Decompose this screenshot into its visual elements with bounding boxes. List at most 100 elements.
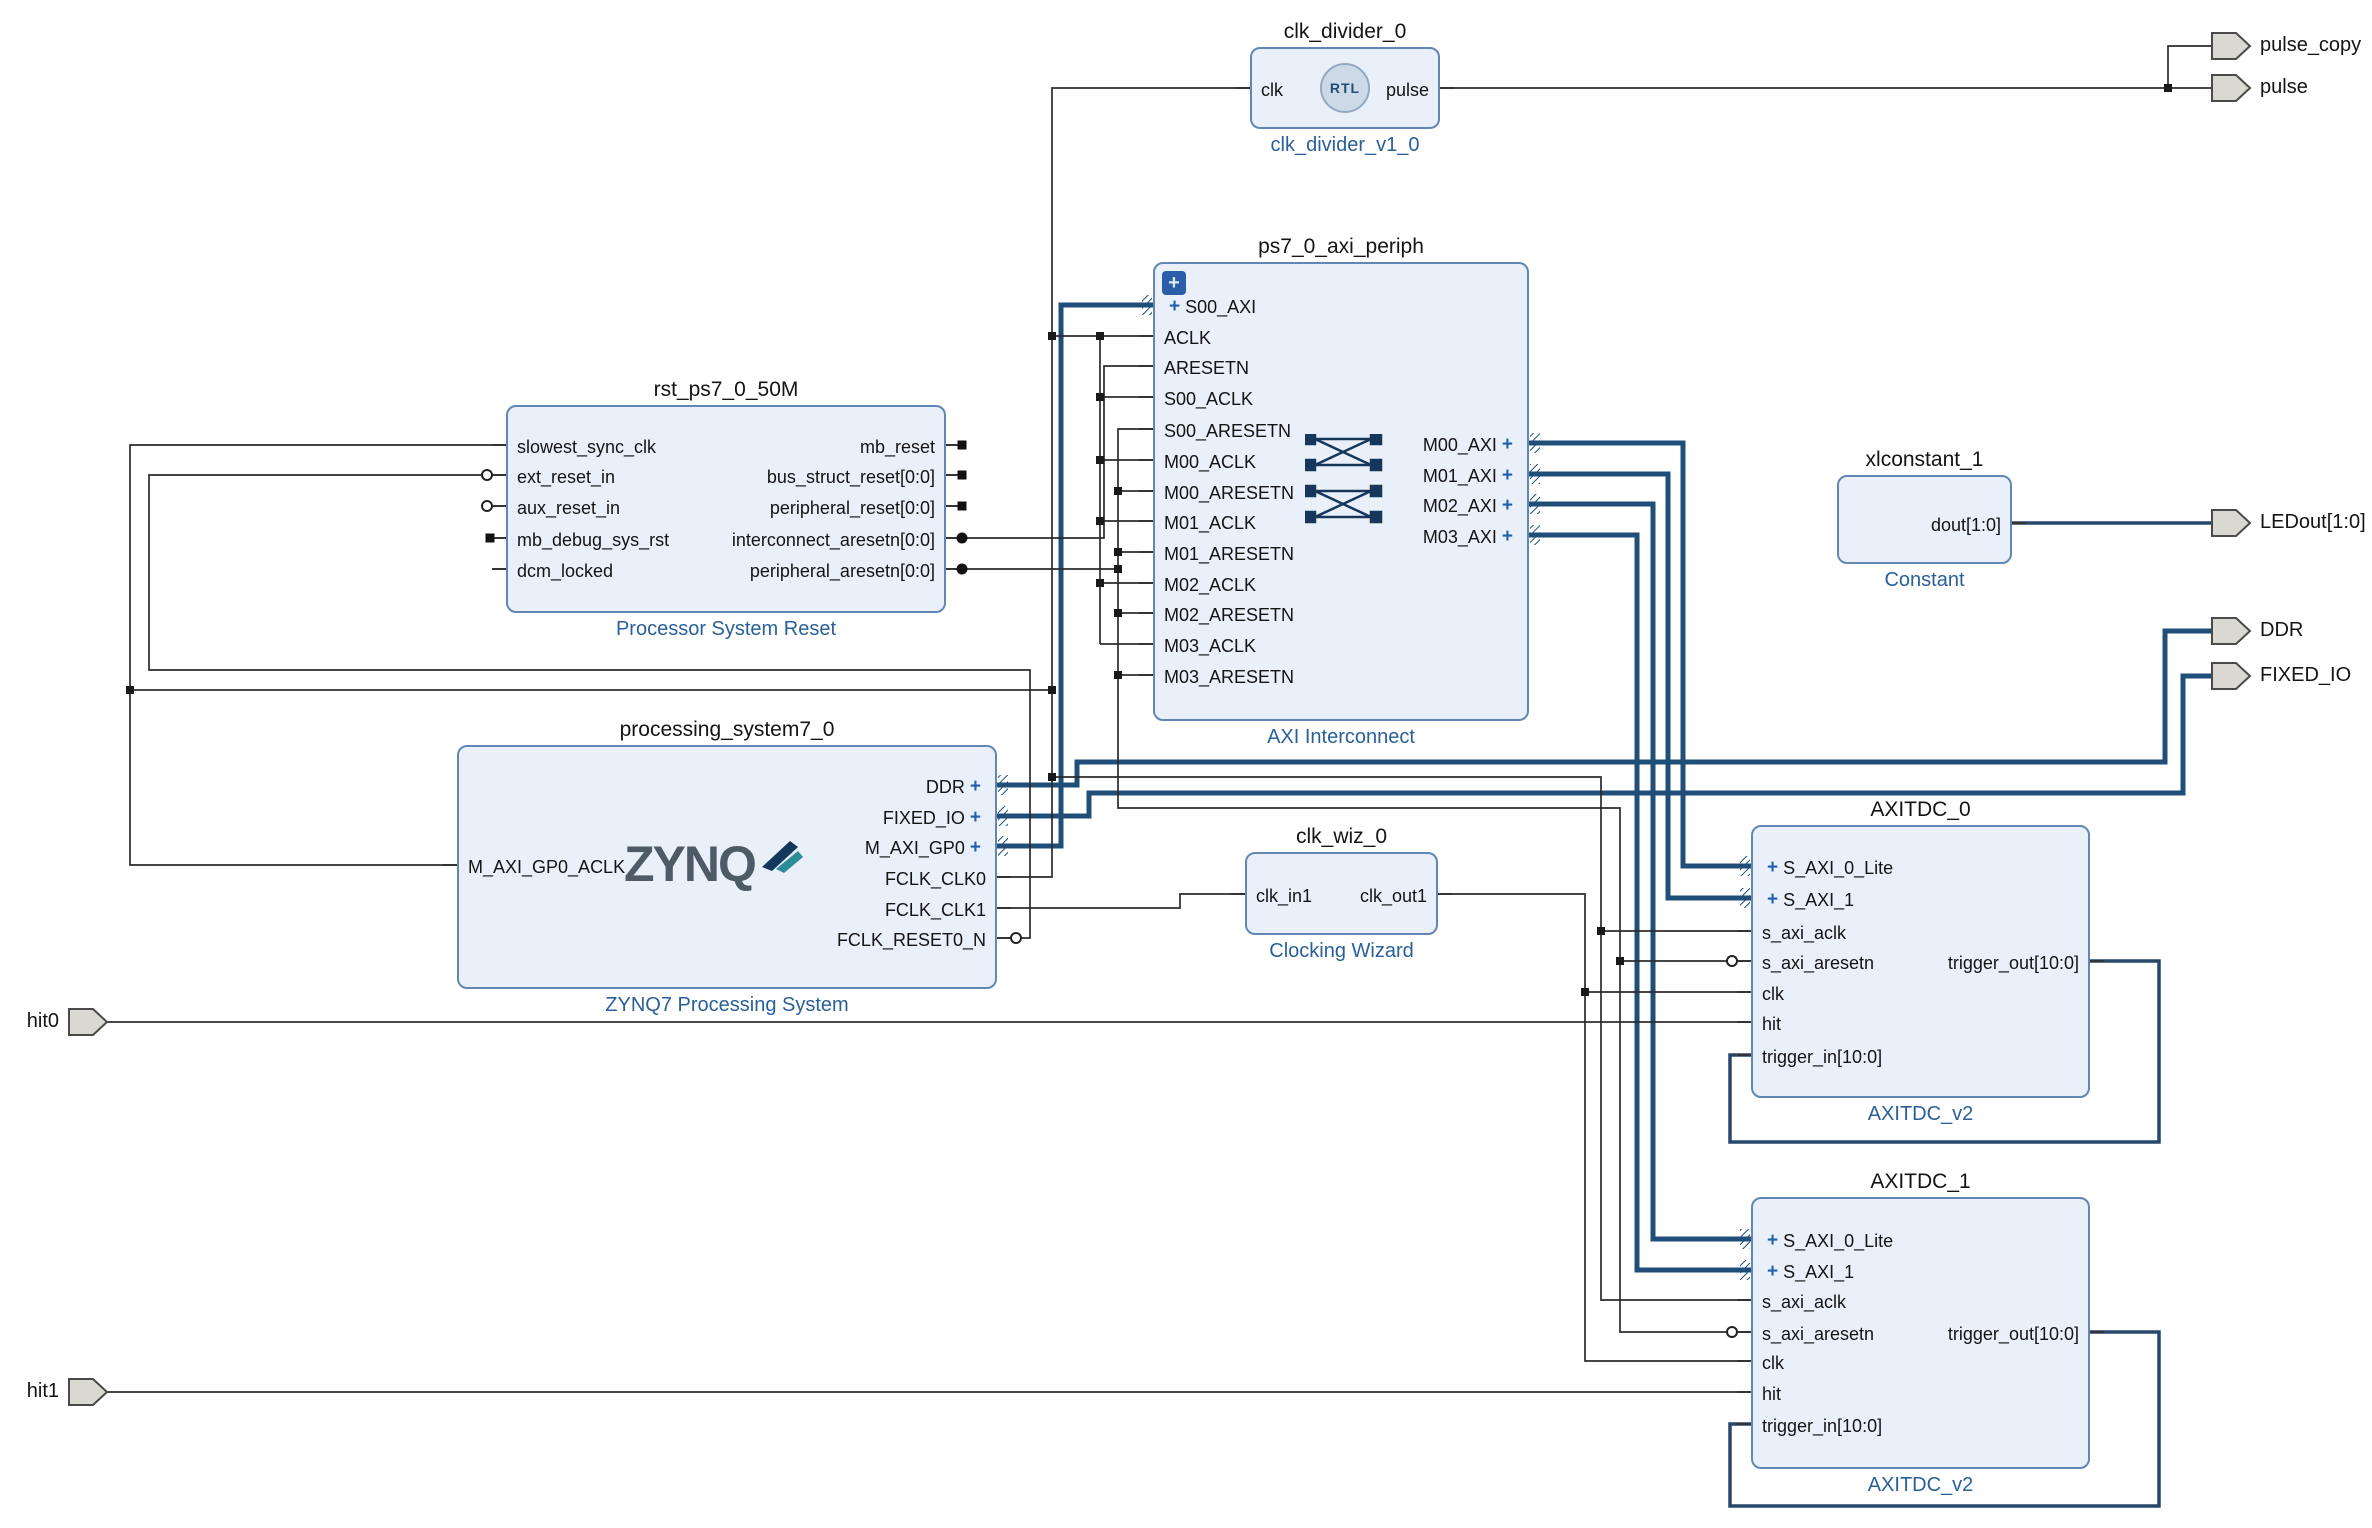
pin-S00_ARESETN[interactable]: S00_ARESETN <box>1164 418 1291 444</box>
wire[interactable] <box>1529 471 1751 901</box>
bus-expand-plus-icon[interactable]: + <box>1767 1230 1779 1251</box>
external-port-pulse_copy[interactable] <box>2211 32 2252 60</box>
wire[interactable] <box>997 893 1245 909</box>
pin-M02_AXI[interactable]: M02_AXI+ <box>1423 493 1518 519</box>
pin-M03_ACLK[interactable]: M03_ACLK <box>1164 633 1256 659</box>
pin-s_axi_aclk[interactable]: s_axi_aclk <box>1762 920 1846 946</box>
pin-M00_ARESETN[interactable]: M00_ARESETN <box>1164 480 1294 506</box>
wire[interactable] <box>1438 893 1751 993</box>
wire[interactable] <box>1584 992 1751 1362</box>
pin-mb_debug_sys_rst[interactable]: mb_debug_sys_rst <box>517 527 669 553</box>
pin-S00_AXI[interactable]: +S00_AXI <box>1164 294 1256 320</box>
wire[interactable] <box>1619 961 1751 1333</box>
pin-FIXED_IO[interactable]: FIXED_IO+ <box>883 805 986 831</box>
bus-expand-plus-icon[interactable]: + <box>1169 296 1181 317</box>
bus-expand-plus-icon[interactable]: + <box>1767 889 1779 910</box>
pin-hit[interactable]: hit <box>1762 1381 1781 1407</box>
bus-expand-plus-icon[interactable]: + <box>969 837 981 858</box>
bus-expand-plus-icon[interactable]: + <box>969 776 981 797</box>
pin-bus_struct_reset[0:0][interactable]: bus_struct_reset[0:0] <box>767 464 935 490</box>
pin-clk_out1[interactable]: clk_out1 <box>1360 883 1427 909</box>
pin-M00_ACLK[interactable]: M00_ACLK <box>1164 449 1256 475</box>
wire[interactable] <box>129 444 506 866</box>
pin-aux_reset_in[interactable]: aux_reset_in <box>517 495 620 521</box>
pin-interconnect_aresetn[0:0][interactable]: interconnect_aresetn[0:0] <box>732 527 935 553</box>
external-port-FIXED_IO[interactable] <box>2211 662 2252 690</box>
pin-M02_ARESETN[interactable]: M02_ARESETN <box>1164 602 1294 628</box>
wire[interactable] <box>1728 1330 2161 1508</box>
pin-trigger_out[10:0][interactable]: trigger_out[10:0] <box>1948 950 2079 976</box>
wire[interactable] <box>1728 959 2161 1144</box>
pin-slowest_sync_clk[interactable]: slowest_sync_clk <box>517 434 656 460</box>
bus-expand-plus-icon[interactable]: + <box>1767 857 1779 878</box>
wire[interactable] <box>1529 440 1751 869</box>
external-port-hit1[interactable] <box>68 1378 109 1406</box>
wire[interactable] <box>946 365 1153 539</box>
pin-clk[interactable]: clk <box>1261 77 1283 103</box>
pin-FCLK_CLK0[interactable]: FCLK_CLK0 <box>885 866 986 892</box>
pin-S_AXI_0_Lite[interactable]: +S_AXI_0_Lite <box>1762 855 1893 881</box>
bus-expand-plus-icon[interactable]: + <box>1501 434 1513 455</box>
pin-FCLK_RESET0_N[interactable]: FCLK_RESET0_N <box>837 927 986 953</box>
pin-S_AXI_1[interactable]: +S_AXI_1 <box>1762 1259 1854 1285</box>
pin-M01_AXI[interactable]: M01_AXI+ <box>1423 463 1518 489</box>
wire[interactable] <box>148 474 1031 939</box>
wire[interactable] <box>997 87 1250 878</box>
wire[interactable] <box>946 428 1153 570</box>
external-port-DDR[interactable] <box>2211 617 2252 645</box>
wire[interactable] <box>997 302 1153 849</box>
pin-pulse[interactable]: pulse <box>1386 77 1429 103</box>
pin-S00_ACLK[interactable]: S00_ACLK <box>1164 386 1253 412</box>
wire[interactable] <box>1117 569 1751 962</box>
pin-S_AXI_0_Lite[interactable]: +S_AXI_0_Lite <box>1762 1228 1893 1254</box>
pin-trigger_out[10:0][interactable]: trigger_out[10:0] <box>1948 1321 2079 1347</box>
wire[interactable] <box>1600 931 1751 1301</box>
pin-M_AXI_GP0_ACLK[interactable]: M_AXI_GP0_ACLK <box>468 854 625 880</box>
pin-ARESETN[interactable]: ARESETN <box>1164 355 1249 381</box>
pin-S_AXI_1[interactable]: +S_AXI_1 <box>1762 887 1854 913</box>
pin-M03_ARESETN[interactable]: M03_ARESETN <box>1164 664 1294 690</box>
wire[interactable] <box>1529 532 1751 1273</box>
wire[interactable] <box>1529 501 1751 1242</box>
pin-mb_reset[interactable]: mb_reset <box>860 434 935 460</box>
pin-peripheral_aresetn[0:0][interactable]: peripheral_aresetn[0:0] <box>750 558 935 584</box>
pin-hit[interactable]: hit <box>1762 1011 1781 1037</box>
wire[interactable] <box>1052 776 1751 932</box>
pin-M03_AXI[interactable]: M03_AXI+ <box>1423 524 1518 550</box>
expand-plus-icon[interactable]: + <box>1162 271 1186 295</box>
pin-peripheral_reset[0:0][interactable]: peripheral_reset[0:0] <box>770 495 935 521</box>
pin-clk[interactable]: clk <box>1762 981 1784 1007</box>
bus-expand-plus-icon[interactable]: + <box>969 807 981 828</box>
external-port-LEDout[1:0][interactable] <box>2211 509 2252 537</box>
wire[interactable] <box>2167 45 2212 88</box>
pin-M00_AXI[interactable]: M00_AXI+ <box>1423 432 1518 458</box>
pin-s_axi_aresetn[interactable]: s_axi_aresetn <box>1762 950 1874 976</box>
pin-s_axi_aresetn[interactable]: s_axi_aresetn <box>1762 1321 1874 1347</box>
pin-M01_ACLK[interactable]: M01_ACLK <box>1164 510 1256 536</box>
pin-ACLK[interactable]: ACLK <box>1164 325 1211 351</box>
pin-ext_reset_in[interactable]: ext_reset_in <box>517 464 615 490</box>
bus-expand-plus-icon[interactable]: + <box>1501 495 1513 516</box>
pin-dcm_locked[interactable]: dcm_locked <box>517 558 613 584</box>
bus-expand-plus-icon[interactable]: + <box>1501 465 1513 486</box>
pin-trigger_in[10:0][interactable]: trigger_in[10:0] <box>1762 1413 1882 1439</box>
bus-expand-plus-icon[interactable]: + <box>1501 526 1513 547</box>
pin-M_AXI_GP0[interactable]: M_AXI_GP0+ <box>865 835 986 861</box>
pin-clk[interactable]: clk <box>1762 1350 1784 1376</box>
external-port-hit0[interactable] <box>68 1008 109 1036</box>
pin-clk_in1[interactable]: clk_in1 <box>1256 883 1312 909</box>
wire[interactable] <box>997 628 2212 788</box>
pin-DDR[interactable]: DDR+ <box>926 774 986 800</box>
external-port-pulse[interactable] <box>2211 74 2252 102</box>
pin-FCLK_CLK1[interactable]: FCLK_CLK1 <box>885 897 986 923</box>
pin-M01_ARESETN[interactable]: M01_ARESETN <box>1164 541 1294 567</box>
